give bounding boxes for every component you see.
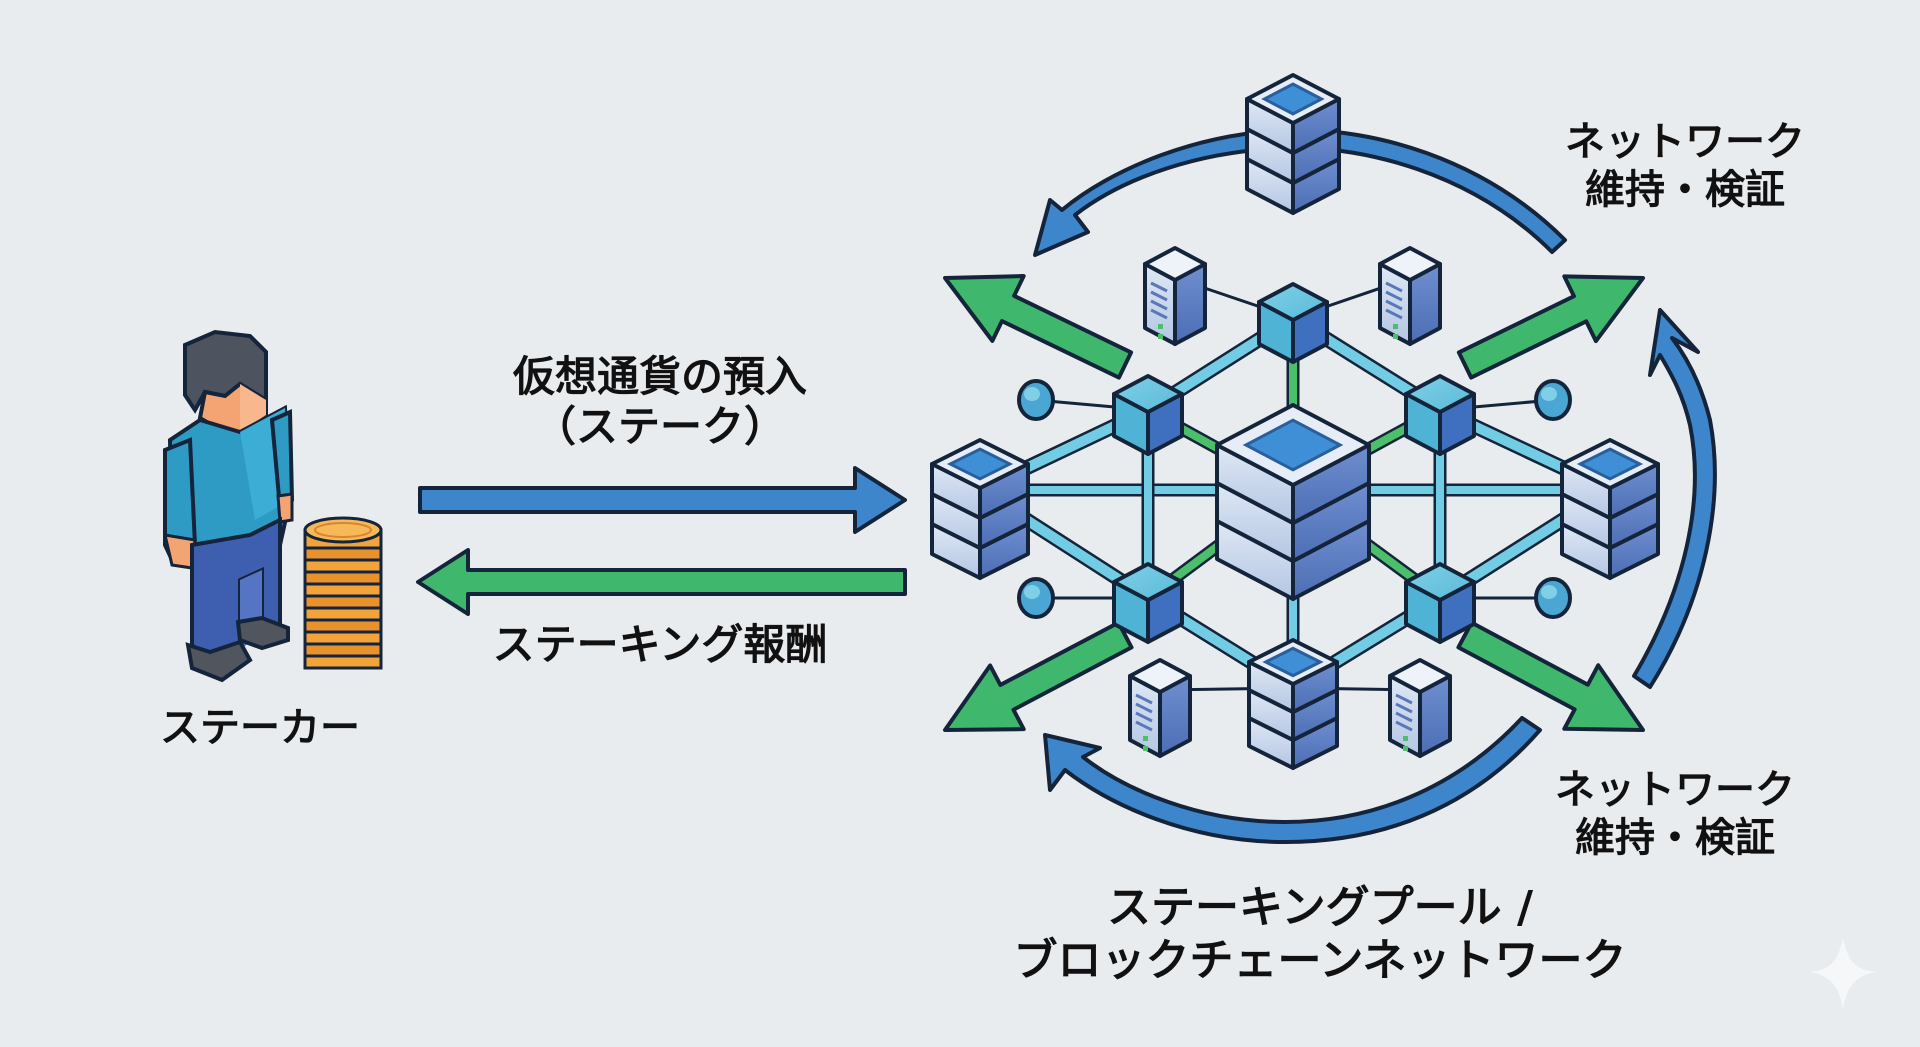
network-nodes [930, 73, 1660, 770]
staker-figure [163, 329, 295, 683]
reward-arrow-down-right [1456, 620, 1645, 732]
node-cube-top-left [1112, 374, 1184, 456]
node-sphere-bottom-right [1534, 577, 1572, 619]
central-server [1215, 403, 1371, 601]
reward-arrow-up-left [943, 274, 1134, 380]
staker-shoes [185, 639, 253, 683]
reward-arrow-up-right [1456, 274, 1645, 380]
network-maintenance-label-top: ネットワーク 維持・検証 [1530, 118, 1840, 214]
staking-pool-label-line2: ブロックチェーンネットワーク [1013, 934, 1627, 986]
coin-top [303, 516, 383, 544]
staking-pool-label-line1: ステーキングプール / [1106, 882, 1534, 933]
reward-distribution-arrows [943, 274, 1645, 732]
network-maintenance-bottom-line1: ネットワーク [1555, 767, 1795, 813]
blockchain-network [930, 73, 1660, 770]
deposit-label-line1: 仮想通貨の預入 [512, 352, 807, 401]
deposit-arrow [418, 466, 907, 534]
cycle-arrows [1033, 128, 1717, 844]
tower-server-bottom-left [1128, 658, 1192, 758]
reward-arrow-down-left [943, 620, 1134, 732]
node-cube-top [1257, 282, 1329, 364]
reward-label: ステーキング報酬 [492, 620, 828, 669]
cycle-arrow-bottom [1043, 716, 1542, 844]
deposit-label: 仮想通貨の預入 （ステーク） [460, 352, 860, 453]
server-stack-left [930, 438, 1030, 580]
tower-server-top-left [1143, 246, 1207, 346]
network-maintenance-bottom-line2: 維持・検証 [1575, 815, 1775, 861]
cycle-arrow-right [1632, 308, 1717, 689]
coin-stack-icon [303, 516, 383, 670]
sparkle-icon [1810, 938, 1876, 1008]
server-unit [1560, 438, 1660, 520]
node-cube-bottom-left [1112, 562, 1184, 644]
network-maintenance-label-bottom: ネットワーク 維持・検証 [1520, 766, 1830, 862]
server-unit [930, 438, 1030, 520]
node-cube-bottom-right [1404, 562, 1476, 644]
node-sphere-top-left [1017, 379, 1055, 421]
cycle-arrow-top [1033, 128, 1567, 257]
reward-arrow [416, 548, 907, 616]
server-stack-right [1560, 438, 1660, 580]
node-sphere-top-right [1534, 379, 1572, 421]
deposit-label-line2: （ステーク） [533, 402, 786, 452]
tower-server-bottom-right [1388, 658, 1452, 758]
server-stack-top [1245, 73, 1341, 215]
network-maintenance-top-line2: 維持・検証 [1585, 167, 1785, 213]
staking-pool-label: ステーキングプール / ブロックチェーンネットワーク [990, 882, 1650, 988]
tower-server-top-right [1378, 246, 1442, 346]
node-cube-top-right [1404, 374, 1476, 456]
node-sphere-bottom-left [1017, 577, 1055, 619]
staker-label: ステーカー [160, 705, 360, 751]
network-maintenance-top-line1: ネットワーク [1565, 119, 1805, 165]
server-unit [1245, 73, 1341, 155]
server-stack-bottom [1247, 638, 1339, 770]
